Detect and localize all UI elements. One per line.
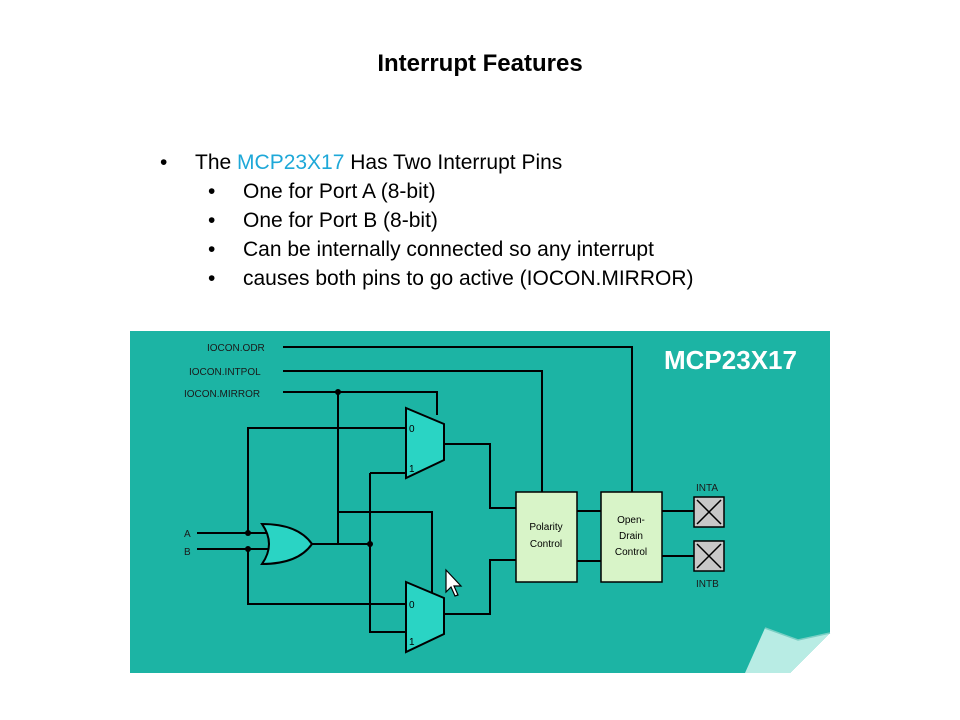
wires xyxy=(197,346,694,633)
drain-label-3: Control xyxy=(615,547,647,558)
junctions xyxy=(245,389,373,552)
page-curl xyxy=(745,628,830,673)
signal-labels: IOCON.ODR IOCON.INTPOL IOCON.MIRROR A B … xyxy=(184,343,719,590)
input-b-label: B xyxy=(184,547,191,558)
inta-label: INTA xyxy=(696,483,718,494)
sub-bullet-mirror-line2: causes both pins to go active (IOCON.MIR… xyxy=(243,267,694,290)
page-curl-edge xyxy=(764,627,831,641)
drain-label-1: Open- xyxy=(617,515,645,526)
iocon-mirror-label: IOCON.MIRROR xyxy=(184,389,260,400)
mux-a-label-0: 0 xyxy=(409,424,415,435)
bullet-main-suffix: Has Two Interrupt Pins xyxy=(344,151,563,174)
bullet-list: The MCP23X17 Has Two Interrupt Pins One … xyxy=(160,148,694,293)
intb-label: INTB xyxy=(696,579,719,590)
intb-pad xyxy=(693,540,725,572)
chip-name-label: MCP23X17 xyxy=(664,345,797,375)
polarity-label-1: Polarity xyxy=(529,522,562,533)
diagram-panel xyxy=(130,331,830,673)
bullet-main-prefix: The xyxy=(195,151,238,174)
chip-name-highlight: MCP23X17 xyxy=(237,151,345,174)
sub-bullet-port-a: One for Port A (8-bit) xyxy=(160,177,694,206)
mux-labels: 0 1 0 1 xyxy=(409,424,415,648)
open-drain-control-block xyxy=(600,491,663,583)
or-gate xyxy=(260,522,314,566)
polarity-label-2: Control xyxy=(530,539,562,550)
mux-b-label-1: 1 xyxy=(409,637,415,648)
mux-b-label-0: 0 xyxy=(409,600,415,611)
sub-bullet-mirror: Can be internally connected so any inter… xyxy=(160,235,694,264)
iocon-odr-label: IOCON.ODR xyxy=(207,343,265,354)
mux-a xyxy=(405,406,445,480)
bullet-main: The MCP23X17 Has Two Interrupt Pins xyxy=(160,148,694,177)
mouse-cursor-icon xyxy=(445,568,463,597)
iocon-intpol-label: IOCON.INTPOL xyxy=(189,367,261,378)
block-labels: Polarity Control Open- Drain Control xyxy=(529,515,647,558)
sub-bullet-mirror-continued: causes both pins to go active (IOCON.MIR… xyxy=(160,264,694,293)
slide-title: Interrupt Features xyxy=(377,50,583,77)
sub-bullet-port-b: One for Port B (8-bit) xyxy=(160,206,694,235)
polarity-control-block xyxy=(515,491,578,583)
mux-a-label-1: 1 xyxy=(409,464,415,475)
inta-pad xyxy=(693,496,725,528)
input-a-label: A xyxy=(184,529,191,540)
mux-b xyxy=(405,580,445,654)
drain-label-2: Drain xyxy=(619,531,643,542)
